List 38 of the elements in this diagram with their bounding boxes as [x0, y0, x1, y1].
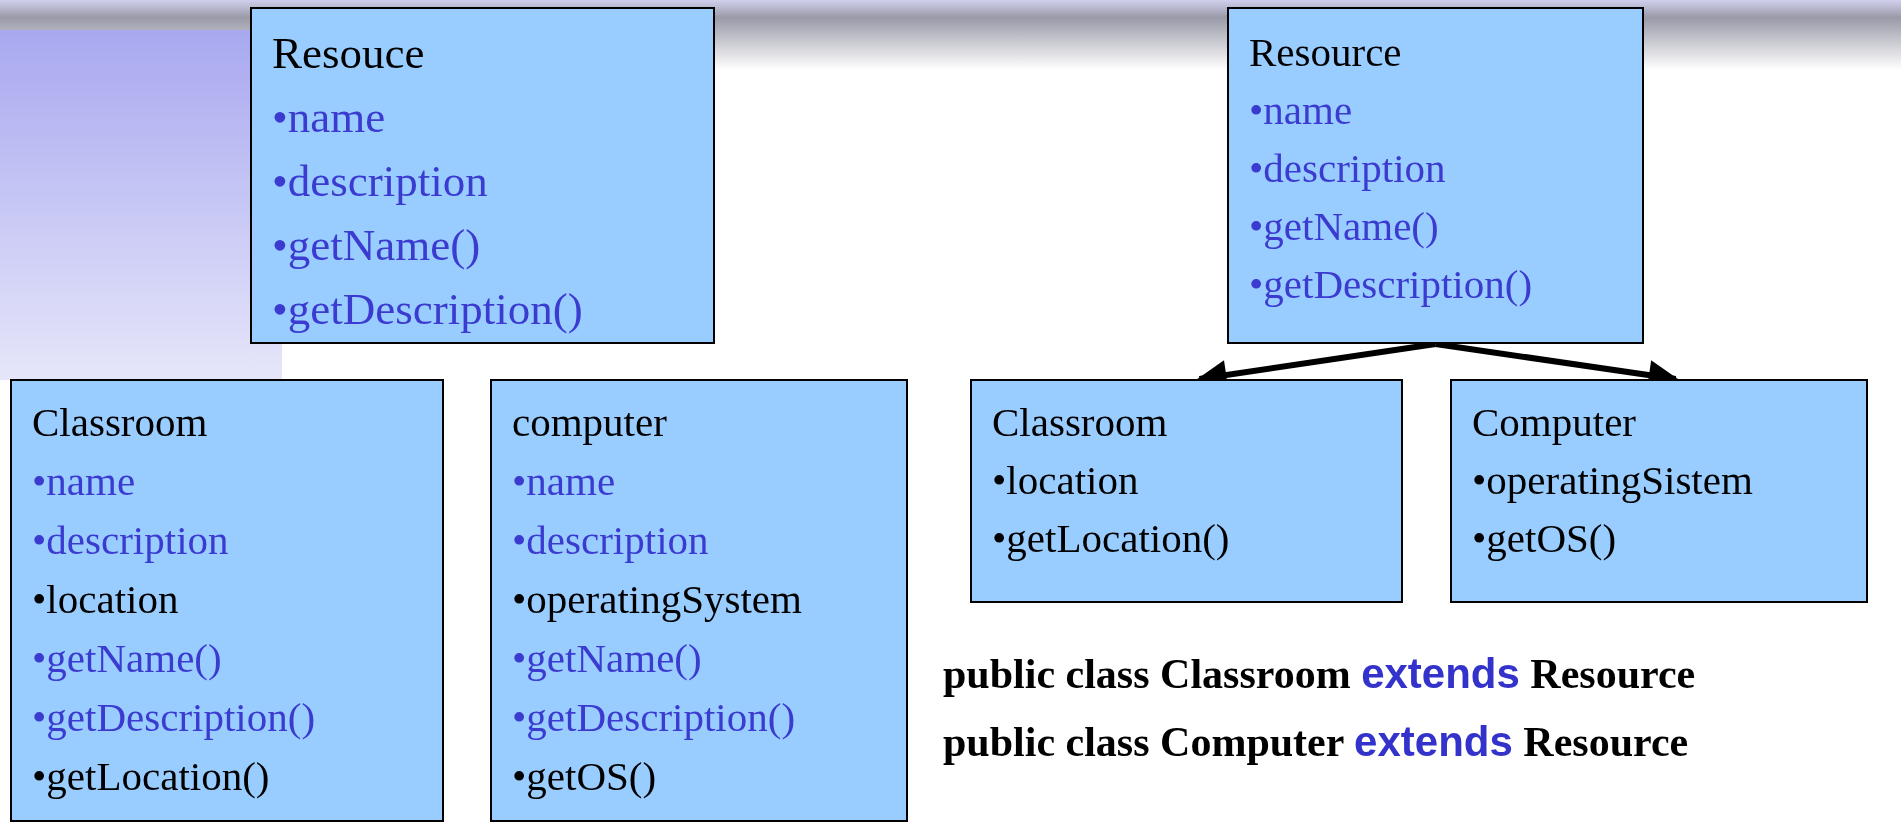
class-member: •location [992, 456, 1139, 505]
class-member: •description [272, 155, 488, 208]
class-box [490, 379, 908, 822]
class-member: •getName() [272, 219, 481, 272]
class-member: •getName() [512, 634, 702, 683]
class-member: •getName() [1249, 202, 1439, 251]
class-member: •operatingSistem [1472, 456, 1753, 505]
class-member: •operatingSystem [512, 575, 802, 624]
class-box [1450, 379, 1868, 603]
class-name: computer [512, 398, 667, 447]
class-member: •getDescription() [512, 693, 796, 742]
class-member: •name [1249, 86, 1353, 135]
class-member: •getDescription() [272, 283, 583, 336]
class-member: •description [1249, 144, 1446, 193]
class-member: •getName() [32, 634, 222, 683]
class-name: Classroom [992, 398, 1168, 447]
class-member: •getOS() [512, 752, 657, 801]
class-member: •getDescription() [32, 693, 316, 742]
class-member: •getLocation() [32, 752, 270, 801]
class-box [10, 379, 444, 822]
class-member: •name [272, 91, 386, 144]
class-member: •location [32, 575, 179, 624]
class-member: •name [32, 457, 136, 506]
class-name: Computer [1472, 398, 1636, 447]
class-member: •getDescription() [1249, 260, 1533, 309]
class-member: •getOS() [1472, 514, 1617, 563]
code-line: public class Classroom extends Resource [943, 650, 1696, 698]
class-name: Classroom [32, 398, 208, 447]
class-name: Resource [1249, 28, 1402, 77]
class-member: •name [512, 457, 616, 506]
class-member: •description [512, 516, 709, 565]
class-box [250, 7, 715, 344]
class-member: •getLocation() [992, 514, 1230, 563]
class-box [970, 379, 1403, 603]
class-member: •description [32, 516, 229, 565]
class-name: Resouce [272, 27, 425, 80]
code-line: public class Computer extends Resource [943, 718, 1689, 766]
class-box [1227, 7, 1644, 344]
